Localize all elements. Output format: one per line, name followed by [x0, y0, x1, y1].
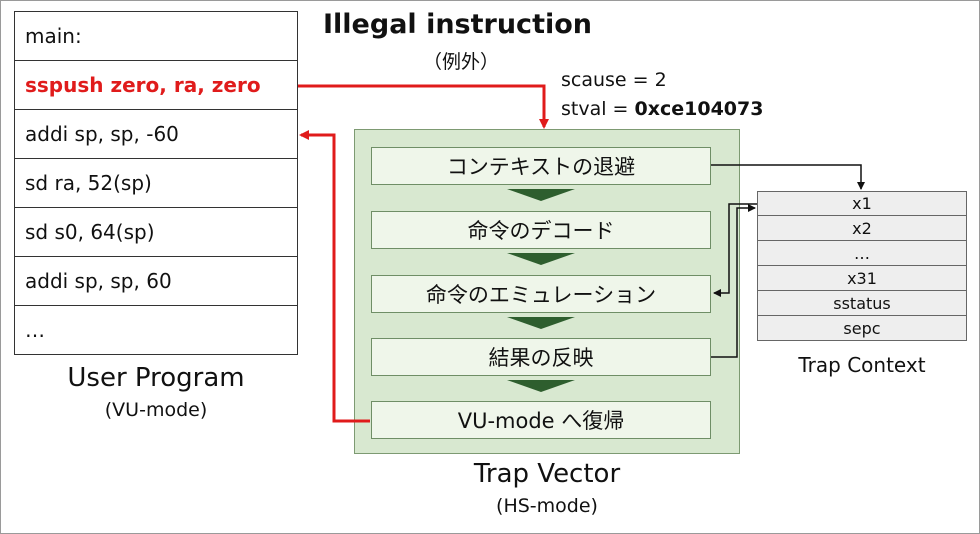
- diagram-subtitle: （例外）: [423, 51, 500, 73]
- context-row: x31: [757, 266, 967, 291]
- user-program-mode: (VU-mode): [104, 399, 208, 421]
- context-row: sepc: [757, 316, 967, 341]
- step-arrow: [507, 317, 575, 329]
- save-context-arrow: [711, 164, 865, 190]
- context-read-arrow: [713, 203, 757, 297]
- step-arrow: [507, 380, 575, 392]
- fault-arrow: [298, 84, 549, 129]
- stval-value: 0xce104073: [634, 98, 764, 120]
- program-line: addi sp, sp, 60: [14, 257, 298, 306]
- result-write-arrow: [711, 204, 756, 358]
- program-line: main:: [14, 12, 298, 61]
- trap-context-table: x1 x2 … x31 sstatus sepc: [757, 191, 967, 341]
- user-program-list: main: sspush zero, ra, zero addi sp, sp,…: [14, 11, 298, 355]
- stval-label: stval = 0xce104073: [561, 98, 763, 120]
- step-save-context: コンテキストの退避: [371, 147, 711, 185]
- step-arrow: [507, 253, 575, 265]
- step-return-vu: VU-mode へ復帰: [371, 401, 711, 439]
- program-line: addi sp, sp, -60: [14, 110, 298, 159]
- program-line: sd ra, 52(sp): [14, 159, 298, 208]
- program-line: sd s0, 64(sp): [14, 208, 298, 257]
- context-row: x2: [757, 216, 967, 241]
- stval-prefix: stval =: [561, 98, 635, 120]
- step-decode: 命令のデコード: [371, 211, 711, 249]
- trap-vector-mode: (HS-mode): [496, 495, 598, 517]
- trap-vector-box: コンテキストの退避 命令のデコード 命令のエミュレーション 結果の反映 VU-m…: [354, 129, 740, 454]
- context-row: x1: [757, 191, 967, 216]
- program-line-faulting: sspush zero, ra, zero: [14, 61, 298, 110]
- trap-context-caption: Trap Context: [798, 353, 926, 377]
- return-arrow: [299, 130, 370, 423]
- step-emulate: 命令のエミュレーション: [371, 275, 711, 313]
- step-apply-result: 結果の反映: [371, 338, 711, 376]
- diagram-title: Illegal instruction: [323, 9, 592, 40]
- context-row: …: [757, 241, 967, 266]
- step-arrow: [507, 189, 575, 201]
- trap-vector-caption: Trap Vector: [473, 459, 621, 489]
- user-program-caption: User Program: [67, 363, 245, 393]
- scause-label: scause = 2: [561, 69, 667, 91]
- program-line: …: [14, 306, 298, 355]
- context-row: sstatus: [757, 291, 967, 316]
